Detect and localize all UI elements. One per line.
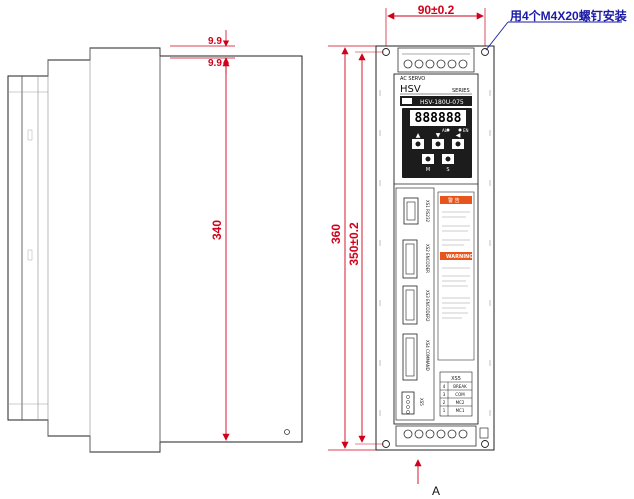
xs5-label: XS5 xyxy=(419,398,424,406)
mount-hole-br xyxy=(481,440,489,448)
xs5-pin: 3 xyxy=(443,392,446,397)
led-display-box xyxy=(410,110,466,126)
xs5-name: BREAK xyxy=(453,384,467,389)
view-arrow-label: A xyxy=(432,484,440,498)
warning-cn-banner xyxy=(440,196,472,204)
al-led-icon xyxy=(446,128,450,132)
xs5-pin: 2 xyxy=(443,400,446,405)
xs5-connector xyxy=(401,391,415,415)
left-arrow-icon: ◀ xyxy=(456,132,461,139)
model-family: HSV xyxy=(400,84,421,95)
xs2-label: XS2 ENCODER xyxy=(425,244,430,273)
down-arrow-icon: ▼ xyxy=(436,132,441,139)
series-label: SERIES xyxy=(452,88,470,94)
warning-cn-label: 警 告 xyxy=(448,197,460,204)
xs5-pin: 1 xyxy=(443,408,446,413)
top-terminals xyxy=(402,53,470,69)
en-led-icon xyxy=(458,128,462,132)
offset-top-label: 9.9 xyxy=(208,36,222,47)
logo xyxy=(402,98,412,104)
xs5-name: MC2 xyxy=(456,400,465,405)
led-en-label: EN xyxy=(463,128,469,133)
front-view: AC SERVO HSV SERIES HSV-180U-075 888888 … xyxy=(375,45,495,451)
side-view xyxy=(7,47,303,453)
xs5-name: COM xyxy=(455,392,465,397)
model-banner xyxy=(400,96,472,106)
led-display: 888888 xyxy=(415,111,462,126)
model-label: HSV-180U-075 xyxy=(420,99,464,106)
xs4-label: XS4 COMMAND xyxy=(425,340,430,371)
warning-en-banner xyxy=(440,252,472,260)
s-key-label: S xyxy=(446,167,449,173)
offset-bottom-label: 9.9 xyxy=(208,58,222,69)
xs5-name: MC1 xyxy=(456,408,465,413)
total-height-label: 360 xyxy=(329,224,343,244)
xs5-table-title: XS5 xyxy=(451,376,461,382)
side-dimensions: 9.9 9.9 340 xyxy=(170,30,235,441)
xs5-table: XS5 4 BREAK 3 COM 2 MC2 1 MC1 xyxy=(439,371,473,417)
side-height-label: 340 xyxy=(210,220,224,240)
keypad: ▲ ▼ ◀ M S xyxy=(412,132,464,173)
led-al-label: AL xyxy=(442,128,448,133)
m-key-label: M xyxy=(426,167,430,173)
mount-height-label: 350±0.2 xyxy=(347,222,361,266)
front-dimensions: 90±0.2 用4个M4X20螺钉安装 360 350±0.2 A xyxy=(328,3,627,498)
brand-line: AC SERVO xyxy=(400,76,425,82)
xs5-pin: 4 xyxy=(443,384,446,389)
up-arrow-icon: ▲ xyxy=(416,132,421,139)
xs3-label: XS3 ENCODER2 xyxy=(425,290,430,322)
warning-en-label: WARNING xyxy=(446,254,473,260)
mount-hole-tr xyxy=(481,48,489,56)
mount-note: 用4个M4X20螺钉安装 xyxy=(509,8,627,23)
top-width-label: 90±0.2 xyxy=(418,3,455,17)
bottom-terminals xyxy=(403,427,489,439)
xs1-label: XS1 RS232 xyxy=(425,200,430,223)
